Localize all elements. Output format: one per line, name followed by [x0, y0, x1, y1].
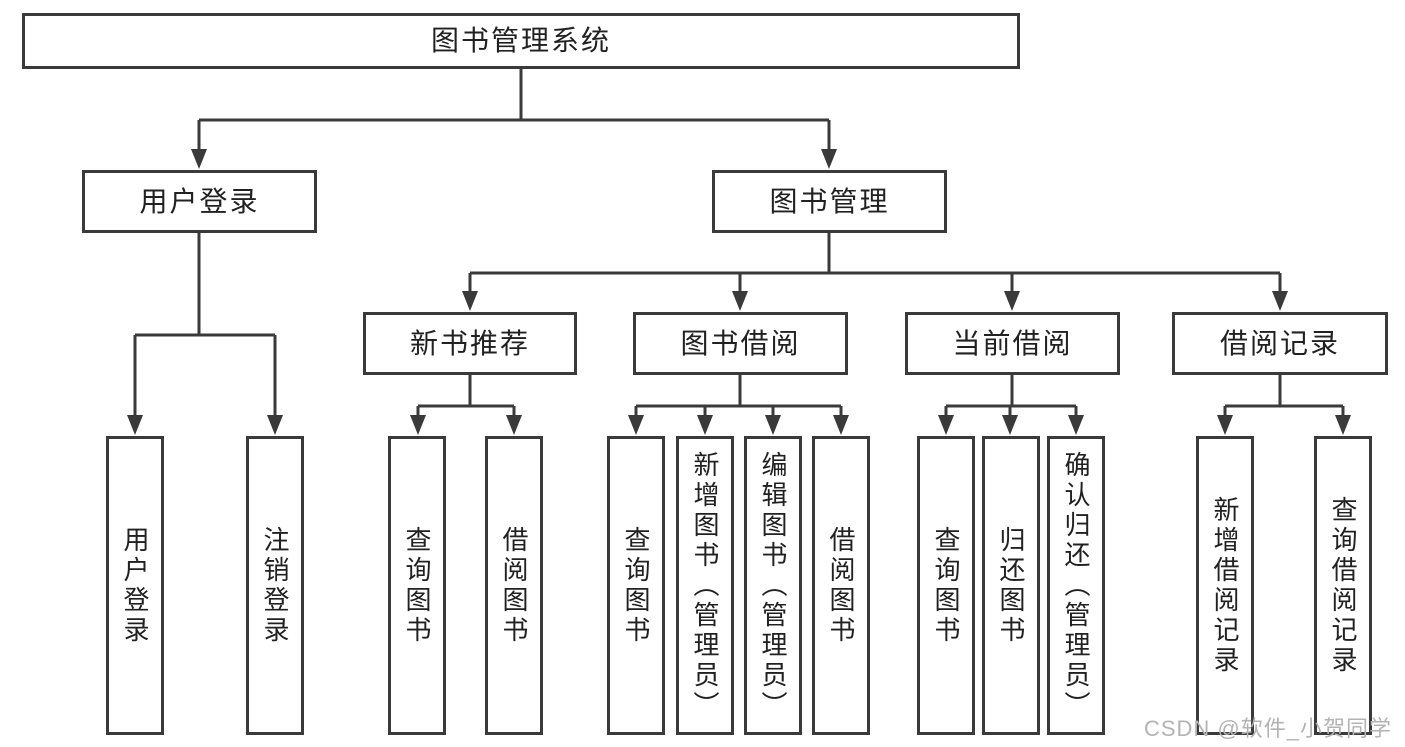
leaf-edit-book-admin: 编辑图书（管理员） — [744, 436, 802, 735]
leaf-return-books: 归还图书 — [982, 436, 1040, 735]
node-label: 用户登录 — [139, 185, 260, 217]
node-label: 用户登录 — [120, 525, 150, 646]
node-book-borrowing: 图书借阅 — [633, 312, 848, 375]
node-label: 借阅记录 — [1219, 327, 1340, 359]
node-label: 新书推荐 — [409, 327, 530, 359]
node-user-login: 用户登录 — [82, 170, 317, 233]
node-library-management-system: 图书管理系统 — [22, 13, 1020, 69]
node-label: 查询图书 — [621, 525, 651, 646]
leaf-add-borrow-record: 新增借阅记录 — [1196, 436, 1254, 735]
node-label: 图书管理系统 — [430, 25, 611, 56]
leaf-query-borrow-record: 查询借阅记录 — [1314, 436, 1372, 735]
node-book-management: 图书管理 — [712, 170, 947, 233]
leaf-user-login: 用户登录 — [106, 436, 164, 735]
leaf-logout: 注销登录 — [246, 436, 304, 735]
node-label: 当前借阅 — [952, 327, 1073, 359]
node-label: 借阅图书 — [826, 525, 856, 646]
node-label: 借阅图书 — [499, 525, 529, 646]
node-new-book-recommendation: 新书推荐 — [363, 312, 577, 375]
leaf-query-books-current: 查询图书 — [917, 436, 975, 735]
node-borrowing-records: 借阅记录 — [1172, 312, 1388, 375]
node-label: 编辑图书（管理员） — [758, 450, 788, 721]
node-current-borrowing: 当前借阅 — [905, 312, 1120, 375]
leaf-query-books-recommend: 查询图书 — [388, 436, 446, 735]
leaf-borrow-books-recommend: 借阅图书 — [485, 436, 543, 735]
node-label: 图书管理 — [769, 185, 890, 217]
node-label: 图书借阅 — [680, 327, 801, 359]
watermark: CSDN @软件_小贺同学 — [1143, 716, 1392, 741]
leaf-add-book-admin: 新增图书（管理员） — [676, 436, 734, 735]
node-label: 注销登录 — [260, 525, 290, 646]
leaf-confirm-return-admin: 确认归还（管理员） — [1047, 436, 1105, 735]
node-label: 查询借阅记录 — [1328, 495, 1358, 676]
node-label: 归还图书 — [996, 525, 1026, 646]
node-label: 确认归还（管理员） — [1061, 450, 1091, 721]
node-label: 新增图书（管理员） — [690, 450, 720, 721]
node-label: 查询图书 — [402, 525, 432, 646]
node-label: 新增借阅记录 — [1210, 495, 1240, 676]
leaf-query-books-borrow: 查询图书 — [607, 436, 665, 735]
node-label: 查询图书 — [931, 525, 961, 646]
leaf-borrow-books: 借阅图书 — [812, 436, 870, 735]
